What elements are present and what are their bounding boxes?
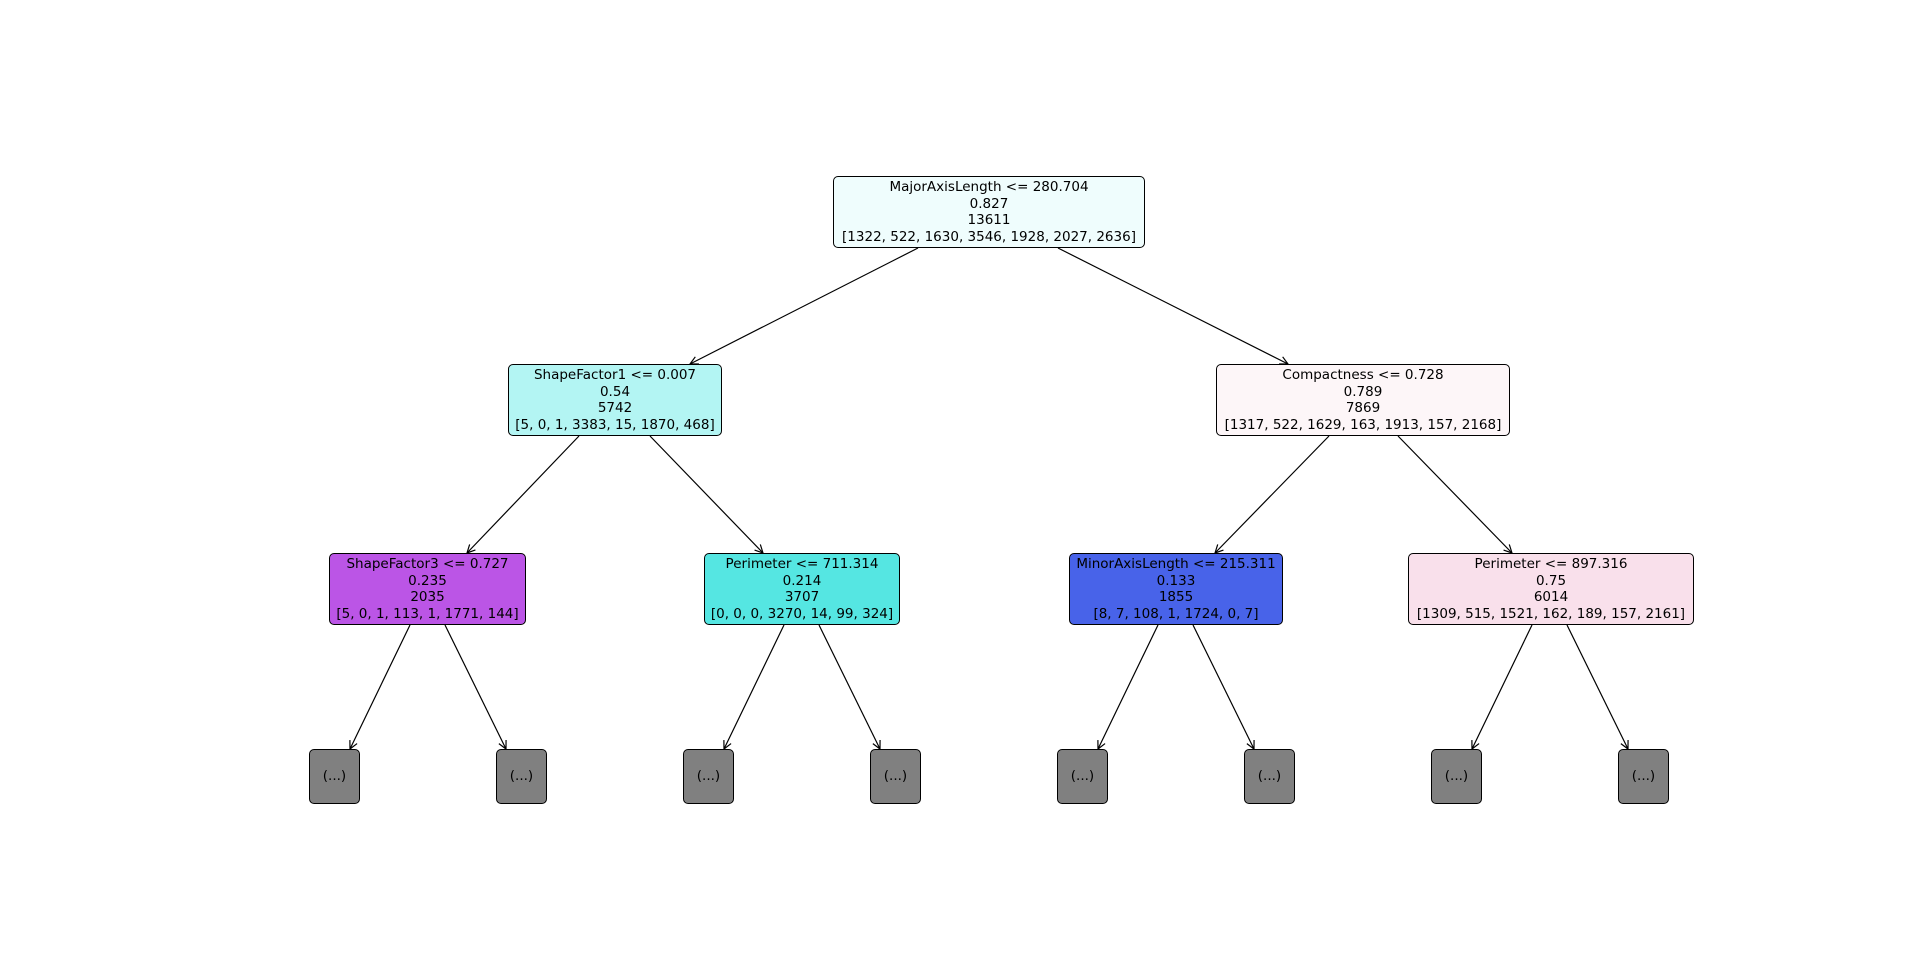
truncated-node: (...) (309, 749, 360, 804)
truncated-node: (...) (683, 749, 734, 804)
truncated-node-label: (...) (322, 768, 347, 785)
truncated-node: (...) (870, 749, 921, 804)
truncated-node-label: (...) (1444, 768, 1469, 785)
tree-edge-arrow (1397, 435, 1512, 553)
left-left-node-split: ShapeFactor3 <= 0.727 (346, 556, 509, 572)
left-left-node-samples: 2035 (410, 589, 445, 605)
tree-edge-arrow (444, 624, 506, 749)
tree-edge-arrow (350, 624, 411, 749)
tree-edge-arrow (467, 435, 580, 553)
left-node: ShapeFactor1 <= 0.007 0.54 5742 [5, 0, 1… (508, 364, 722, 436)
truncated-node-label: (...) (883, 768, 908, 785)
tree-edge-arrow (1098, 624, 1159, 749)
tree-edge-arrow (1215, 435, 1330, 553)
right-node-value: [1317, 522, 1629, 163, 1913, 157, 2168] (1224, 416, 1502, 433)
truncated-node: (...) (1431, 749, 1482, 804)
left-left-node: ShapeFactor3 <= 0.727 0.235 2035 [5, 0, … (329, 553, 526, 625)
truncated-node: (...) (1618, 749, 1669, 804)
left-left-node-impurity: 0.235 (408, 572, 447, 589)
right-left-node-samples: 1855 (1158, 589, 1194, 605)
left-right-node-value: [0, 0, 0, 3270, 14, 99, 324] (710, 605, 894, 622)
left-right-node-samples: 3707 (784, 589, 820, 605)
truncated-node: (...) (496, 749, 547, 804)
right-right-node-impurity: 0.75 (1535, 572, 1567, 589)
tree-edge-arrow (1192, 624, 1254, 749)
truncated-node-label: (...) (1257, 768, 1282, 785)
right-right-node-samples: 6014 (1533, 589, 1569, 605)
root-node: MajorAxisLength <= 280.704 0.827 13611 [… (833, 176, 1145, 248)
right-node-impurity: 0.789 (1343, 383, 1383, 400)
root-node-samples: 13611 (967, 212, 1011, 228)
tree-edge-arrow (690, 247, 919, 364)
tree-edges (350, 247, 1628, 749)
left-right-node-impurity: 0.214 (782, 572, 822, 589)
truncated-node-label: (...) (509, 768, 534, 785)
right-right-node-split: Perimeter <= 897.316 (1474, 556, 1628, 572)
left-node-impurity: 0.54 (599, 383, 631, 400)
truncated-node-label: (...) (696, 768, 721, 785)
right-node-split: Compactness <= 0.728 (1282, 367, 1444, 383)
truncated-node-label: (...) (1631, 768, 1656, 785)
right-node-samples: 7869 (1345, 400, 1381, 416)
root-node-value: [1322, 522, 1630, 3546, 1928, 2027, 2636… (842, 228, 1136, 245)
tree-edge-arrow (1472, 624, 1533, 749)
right-left-node-split: MinorAxisLength <= 215.311 (1076, 556, 1276, 572)
left-left-node-value: [5, 0, 1, 113, 1, 1771, 144] (336, 605, 519, 622)
tree-edge-arrow (1566, 624, 1628, 749)
truncated-node: (...) (1244, 749, 1295, 804)
tree-edge-arrow (818, 624, 880, 749)
tree-edge-arrow (649, 435, 763, 553)
right-right-node: Perimeter <= 897.316 0.75 6014 [1309, 51… (1408, 553, 1694, 625)
right-right-node-value: [1309, 515, 1521, 162, 189, 157, 2161] (1416, 605, 1686, 622)
left-node-value: [5, 0, 1, 3383, 15, 1870, 468] (515, 416, 715, 433)
truncated-node-label: (...) (1070, 768, 1095, 785)
tree-edge-arrow (1057, 247, 1288, 364)
root-node-split: MajorAxisLength <= 280.704 (889, 179, 1089, 195)
right-left-node-impurity: 0.133 (1156, 572, 1196, 589)
left-node-split: ShapeFactor1 <= 0.007 (533, 367, 697, 383)
right-left-node: MinorAxisLength <= 215.311 0.133 1855 [8… (1069, 553, 1283, 625)
left-right-node: Perimeter <= 711.314 0.214 3707 [0, 0, 0… (704, 553, 900, 625)
right-node: Compactness <= 0.728 0.789 7869 [1317, 5… (1216, 364, 1510, 436)
left-right-node-split: Perimeter <= 711.314 (725, 556, 879, 572)
truncated-node: (...) (1057, 749, 1108, 804)
tree-edge-arrow (724, 624, 785, 749)
right-left-node-value: [8, 7, 108, 1, 1724, 0, 7] (1093, 605, 1259, 622)
root-node-impurity: 0.827 (969, 195, 1009, 212)
left-node-samples: 5742 (597, 400, 633, 416)
